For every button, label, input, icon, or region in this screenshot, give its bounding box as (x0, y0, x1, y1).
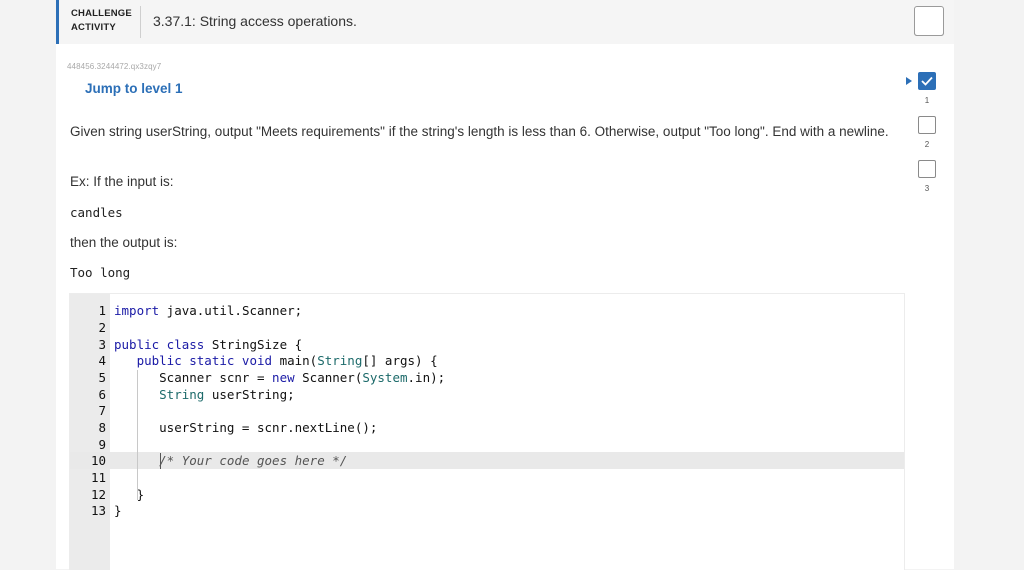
code-line[interactable]: 5 Scanner scnr = new Scanner(System.in); (70, 369, 904, 386)
header-divider (140, 6, 141, 38)
badge-line-2: ACTIVITY (71, 22, 116, 33)
example-output: Too long (70, 265, 131, 280)
level-3-checkbox[interactable] (918, 160, 936, 178)
code-editor[interactable]: 1 import java.util.Scanner; 2 3 public c… (69, 293, 905, 570)
current-level-pointer-icon (906, 77, 912, 85)
code-line[interactable]: 13 } (70, 502, 904, 519)
line-number: 2 (98, 320, 106, 335)
code-line-active[interactable]: 10 /* Your code goes here */ (70, 452, 904, 469)
badge-line-1: CHALLENGE (71, 8, 132, 19)
level-2-label: 2 (924, 140, 930, 149)
line-number: 9 (98, 437, 106, 452)
activity-id: 448456.3244472.qx3zqy7 (67, 62, 162, 71)
line-number-gutter (70, 294, 110, 570)
activity-type-badge: CHALLENGE ACTIVITY (71, 7, 132, 35)
code-line[interactable]: 9 (70, 436, 904, 453)
line-number: 3 (98, 337, 106, 352)
indent-guide (137, 370, 138, 500)
example-input: candles (70, 205, 123, 220)
line-number: 1 (98, 303, 106, 318)
code-line[interactable]: 4 public static void main(String[] args)… (70, 352, 904, 369)
line-number: 11 (90, 470, 106, 485)
level-1-checkbox[interactable] (918, 72, 936, 90)
completion-status-icon (914, 6, 944, 36)
challenge-card: CHALLENGE ACTIVITY 3.37.1: String access… (56, 0, 954, 570)
line-number: 8 (98, 420, 106, 435)
activity-header: CHALLENGE ACTIVITY 3.37.1: String access… (56, 0, 954, 44)
level-2-checkbox[interactable] (918, 116, 936, 134)
line-number: 4 (98, 353, 106, 368)
code-line[interactable]: 2 (70, 319, 904, 336)
code-line[interactable]: 3 public class StringSize { (70, 336, 904, 353)
text-cursor (160, 453, 161, 469)
line-number: 12 (90, 487, 106, 502)
level-1-label: 1 (924, 96, 930, 105)
code-line[interactable]: 6 String userString; (70, 386, 904, 403)
code-line[interactable]: 7 (70, 402, 904, 419)
line-number: 7 (98, 403, 106, 418)
example-then-label: then the output is: (70, 235, 178, 250)
checkmark-icon (921, 76, 933, 86)
line-number: 10 (90, 453, 106, 468)
activity-title: 3.37.1: String access operations. (153, 13, 357, 29)
code-line[interactable]: 8 userString = scnr.nextLine(); (70, 419, 904, 436)
code-line[interactable]: 11 (70, 469, 904, 486)
challenge-prompt: Given string userString, output "Meets r… (70, 124, 889, 139)
jump-to-level-link[interactable]: Jump to level 1 (85, 81, 183, 96)
example-intro: Ex: If the input is: (70, 174, 174, 189)
code-line[interactable]: 1 import java.util.Scanner; (70, 302, 904, 319)
header-accent-bar (56, 0, 59, 44)
line-number: 13 (90, 503, 106, 518)
line-number: 6 (98, 387, 106, 402)
code-line[interactable]: 12 } (70, 486, 904, 503)
level-3-label: 3 (924, 184, 930, 193)
line-number: 5 (98, 370, 106, 385)
